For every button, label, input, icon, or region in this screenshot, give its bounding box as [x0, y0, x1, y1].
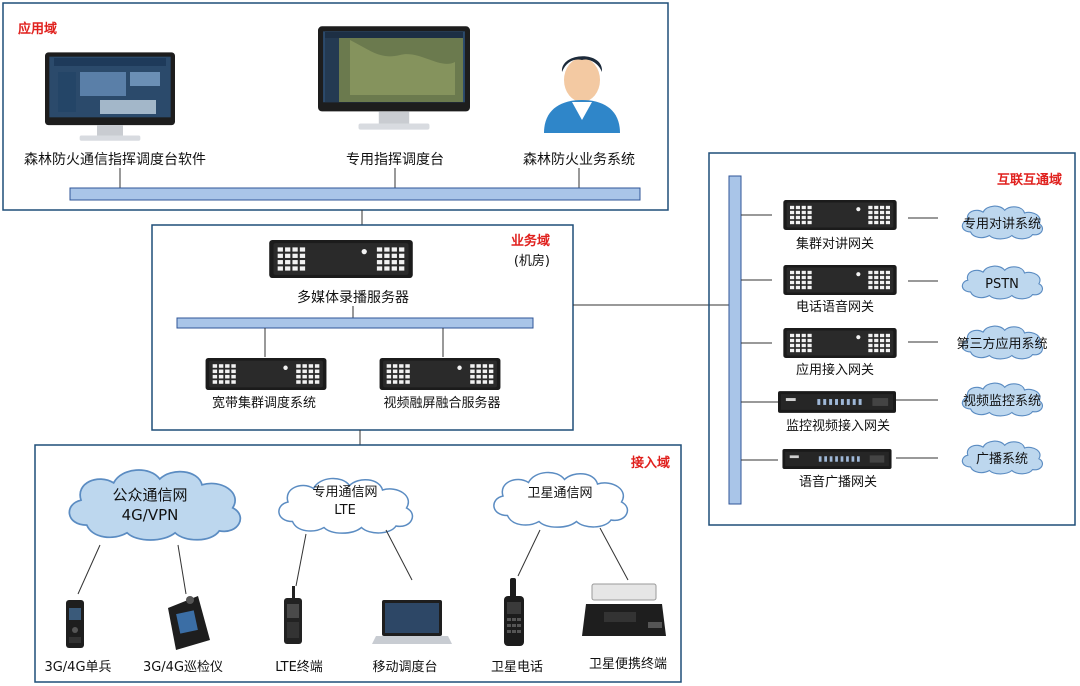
gateway-label: 电话语音网关: [796, 299, 874, 315]
server-icon: [783, 328, 897, 358]
gateway-row: 第三方应用系统 应用接入网关: [741, 325, 1048, 378]
application-domain-title: 应用域: [18, 21, 57, 37]
server-icon: [269, 240, 413, 278]
network-line2: LTE: [334, 503, 356, 518]
business-domain-subtitle: (机房): [514, 253, 550, 269]
main-server-label: 多媒体录播服务器: [297, 289, 409, 306]
gateway-row: 专用对讲系统 集群对讲网关: [741, 200, 1044, 252]
application-domain-frame: [2, 2, 669, 211]
lte-phone-icon: [284, 586, 302, 644]
gateway-row: 广播系统 语音广播网关: [741, 440, 1044, 490]
laptop-icon: [372, 600, 452, 644]
terminal-label: 3G/4G单兵: [44, 660, 111, 675]
monitor-icon: [318, 26, 470, 130]
gateway-cloud-label: 视频监控系统: [963, 394, 1041, 409]
gateway-row: PSTN 电话语音网关: [741, 265, 1044, 315]
network-cloud: 公众通信网 4G/VPN: [68, 469, 242, 541]
terminal-label: 移动调度台: [372, 659, 437, 675]
business-domain: 业务域 (机房) 多媒体录播服务器 宽带集群调度系统 视频融屏融合服务器: [151, 224, 574, 431]
gateway-cloud-label: 广播系统: [976, 452, 1028, 467]
gateway-label: 语音广播网关: [799, 474, 877, 490]
gateway-cloud-label: PSTN: [985, 277, 1019, 292]
network-cloud: 卫星通信网: [493, 471, 629, 528]
access-domain-title: 接入域: [631, 455, 670, 471]
gateway-label: 集群对讲网关: [796, 236, 874, 252]
app-item-label: 森林防火通信指挥调度台软件: [24, 152, 206, 168]
business-bus: [176, 317, 534, 329]
network-line1: 专用通信网: [312, 485, 377, 500]
rack-device-icon: [778, 391, 896, 413]
network-cloud: 专用通信网 LTE: [278, 477, 414, 534]
network-line1: 公众通信网: [112, 486, 187, 504]
application-bus: [69, 187, 641, 201]
server-icon: [205, 358, 327, 390]
interconnect-bus: [728, 175, 742, 505]
interconnect-domain-frame: [708, 152, 1076, 526]
handheld-terminal-icon: [66, 600, 84, 648]
interconnect-domain: 互联互通域 专用对讲系统 集群对讲网关 PSTN 电话语音网关 第三方应用系统 …: [708, 152, 1076, 526]
access-domain-frame: [34, 444, 682, 683]
business-domain-frame: [151, 224, 574, 431]
gateway-cloud-label: 专用对讲系统: [963, 217, 1041, 232]
gateway-row: 视频监控系统 监控视频接入网关: [741, 382, 1044, 434]
monitor-icon: [45, 52, 175, 141]
terminal-label: 3G/4G巡检仪: [143, 660, 223, 675]
network-line1: 卫星通信网: [527, 486, 592, 501]
gateway-cloud-label: 第三方应用系统: [956, 336, 1047, 352]
application-domain: 应用域 森林防火通信指挥调度台软件: [2, 2, 669, 211]
satellite-phone-icon: [504, 578, 524, 646]
business-server-label: 宽带集群调度系统: [212, 395, 316, 411]
business-server-label: 视频融屏融合服务器: [383, 395, 500, 411]
server-icon: [783, 265, 897, 295]
business-domain-title: 业务域: [511, 233, 550, 249]
terminal-label: LTE终端: [275, 659, 323, 675]
gateway-label: 监控视频接入网关: [786, 418, 890, 434]
inspection-device-icon: [168, 596, 210, 650]
user-icon: [544, 56, 620, 133]
server-icon: [379, 358, 501, 390]
access-domain: 接入域 公众通信网 4G/VPN 专用通信网 LTE 卫星通信网: [34, 444, 682, 683]
terminal-label: 卫星便携终端: [589, 656, 667, 672]
terminal-label: 卫星电话: [491, 660, 543, 675]
satellite-terminal-icon: [582, 583, 666, 636]
rack-device-icon: [782, 449, 892, 469]
app-item-label: 森林防火业务系统: [523, 152, 635, 168]
interconnect-domain-title: 互联互通域: [997, 172, 1062, 188]
server-icon: [783, 200, 897, 230]
network-line2: 4G/VPN: [122, 506, 179, 524]
app-item-label: 专用指挥调度台: [346, 152, 444, 168]
gateway-label: 应用接入网关: [796, 362, 874, 378]
